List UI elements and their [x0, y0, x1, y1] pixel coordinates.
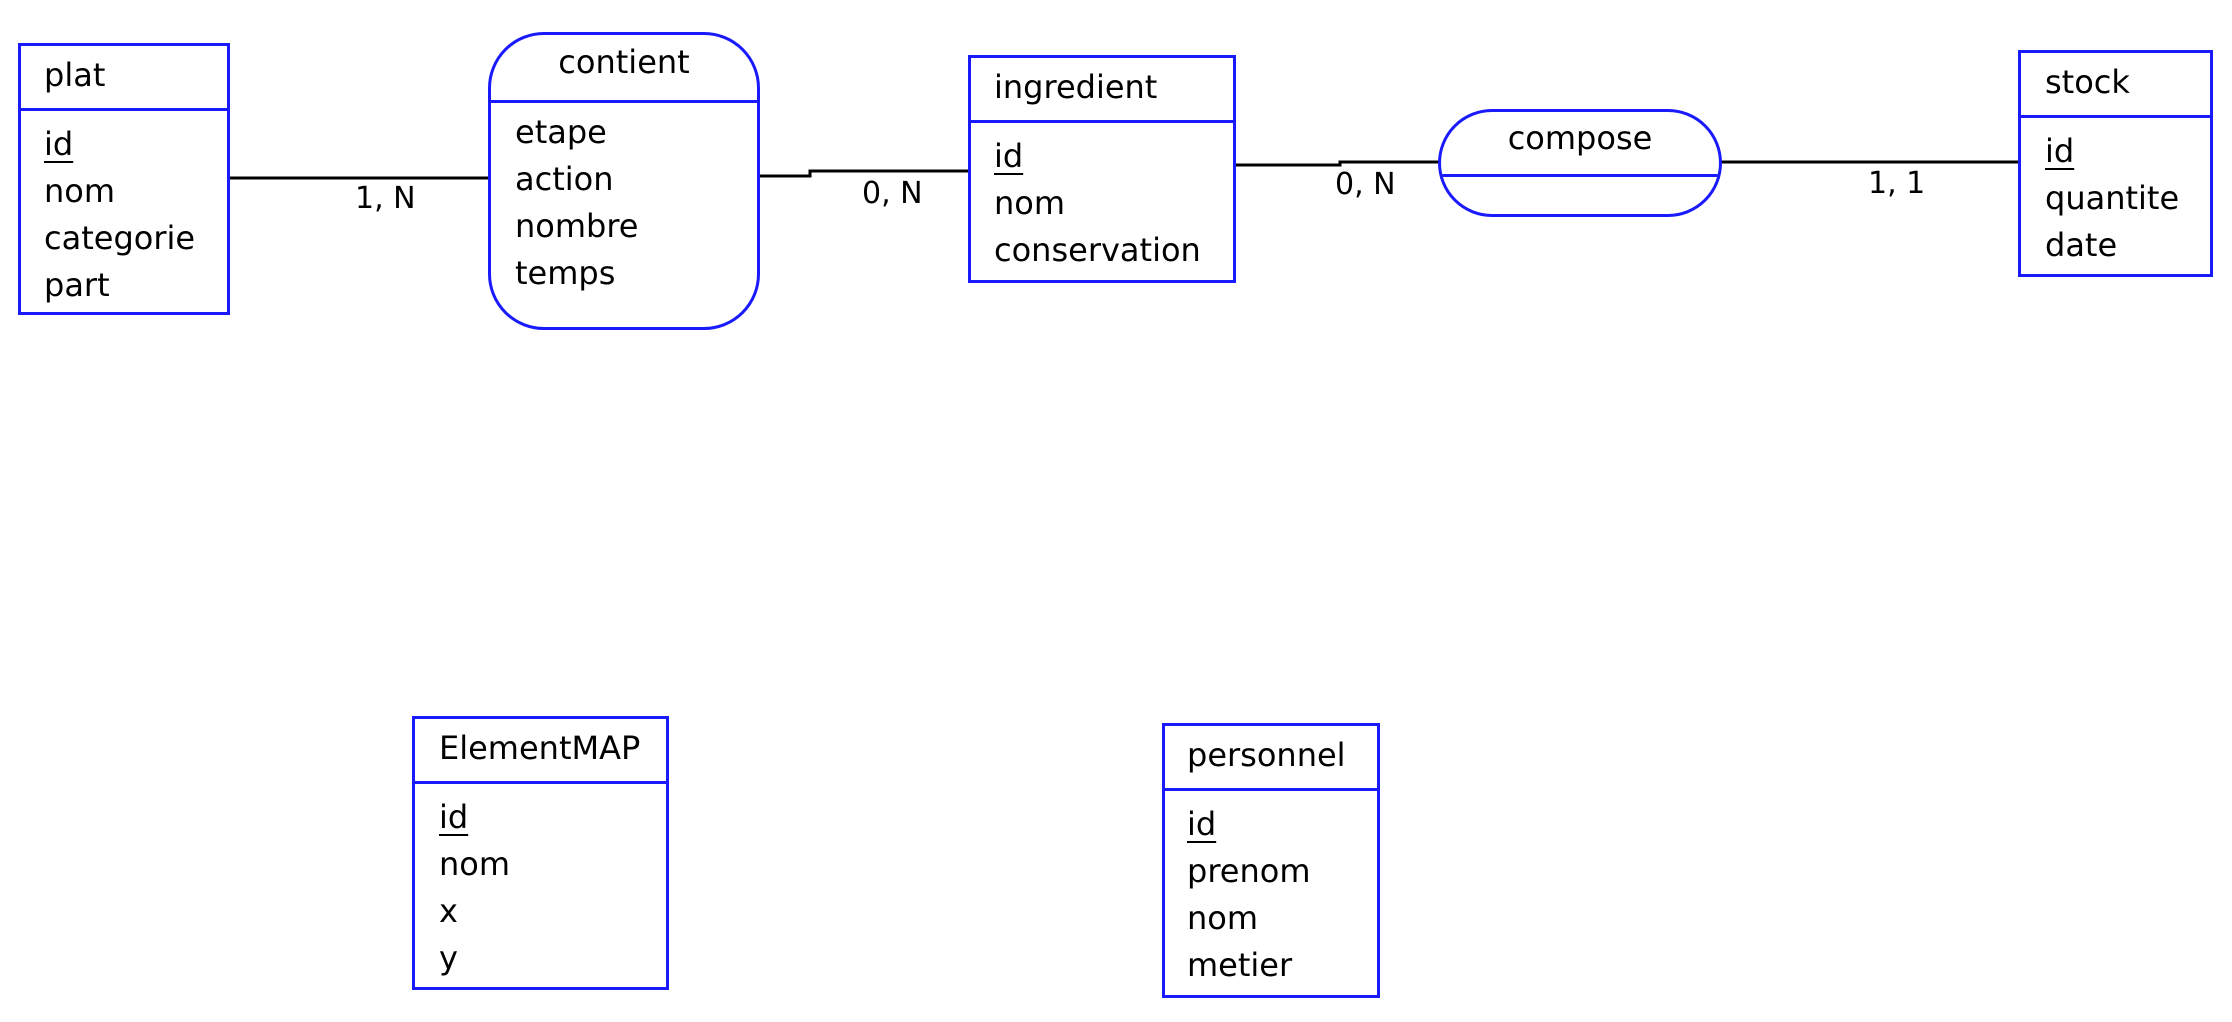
- entity-elementmap-name: ElementMAP: [415, 719, 666, 784]
- entity-plat-field-id: id: [44, 125, 74, 163]
- entity-ingredient[interactable]: ingredient id nom conservation: [968, 55, 1236, 283]
- entity-stock-name: stock: [2021, 53, 2210, 118]
- association-contient-field-etape: etape: [515, 113, 607, 151]
- entity-personnel-field-id: id: [1187, 805, 1217, 843]
- entity-ingredient-field-id: id: [994, 137, 1024, 175]
- entity-ingredient-field-conservation: conservation: [994, 231, 1201, 269]
- entity-stock-field-quantite: quantite: [2045, 179, 2180, 217]
- entity-personnel-field-prenom: prenom: [1187, 852, 1311, 890]
- link-ingredient-compose: [1235, 160, 1440, 167]
- association-contient[interactable]: contient etape action nombre temps: [488, 32, 760, 330]
- entity-stock-field-date: date: [2045, 226, 2118, 264]
- entity-plat-name: plat: [21, 46, 227, 111]
- cardinality-ingredient-compose: 0, N: [1335, 167, 1396, 202]
- entity-ingredient-field-nom: nom: [994, 184, 1066, 222]
- cardinality-stock-compose: 1, 1: [1868, 166, 1926, 201]
- entity-personnel-field-nom: nom: [1187, 899, 1259, 937]
- entity-plat[interactable]: plat id nom categorie part: [18, 43, 230, 315]
- association-contient-field-action: action: [515, 160, 614, 198]
- entity-elementmap-field-y: y: [439, 939, 458, 977]
- association-contient-name: contient: [491, 35, 757, 103]
- entity-plat-field-nom: nom: [44, 172, 116, 210]
- link-contient-ingredient: [758, 169, 970, 178]
- entity-ingredient-name: ingredient: [971, 58, 1233, 123]
- association-compose[interactable]: compose: [1438, 109, 1722, 217]
- association-contient-field-temps: temps: [515, 254, 616, 292]
- entity-stock-field-id: id: [2045, 132, 2075, 170]
- entity-elementmap-field-nom: nom: [439, 845, 511, 883]
- entity-plat-field-categorie: categorie: [44, 219, 196, 257]
- association-contient-field-nombre: nombre: [515, 207, 639, 245]
- cardinality-plat-contient: 1, N: [355, 181, 416, 216]
- entity-stock[interactable]: stock id quantite date: [2018, 50, 2213, 277]
- entity-personnel-name: personnel: [1165, 726, 1377, 791]
- entity-elementmap[interactable]: ElementMAP id nom x y: [412, 716, 669, 990]
- association-compose-name: compose: [1441, 112, 1719, 177]
- entity-elementmap-field-x: x: [439, 892, 458, 930]
- entity-personnel-field-metier: metier: [1187, 946, 1293, 984]
- entity-elementmap-field-id: id: [439, 798, 469, 836]
- entity-personnel[interactable]: personnel id prenom nom metier: [1162, 723, 1380, 998]
- cardinality-ingredient-contient: 0, N: [862, 176, 923, 211]
- entity-plat-field-part: part: [44, 266, 110, 304]
